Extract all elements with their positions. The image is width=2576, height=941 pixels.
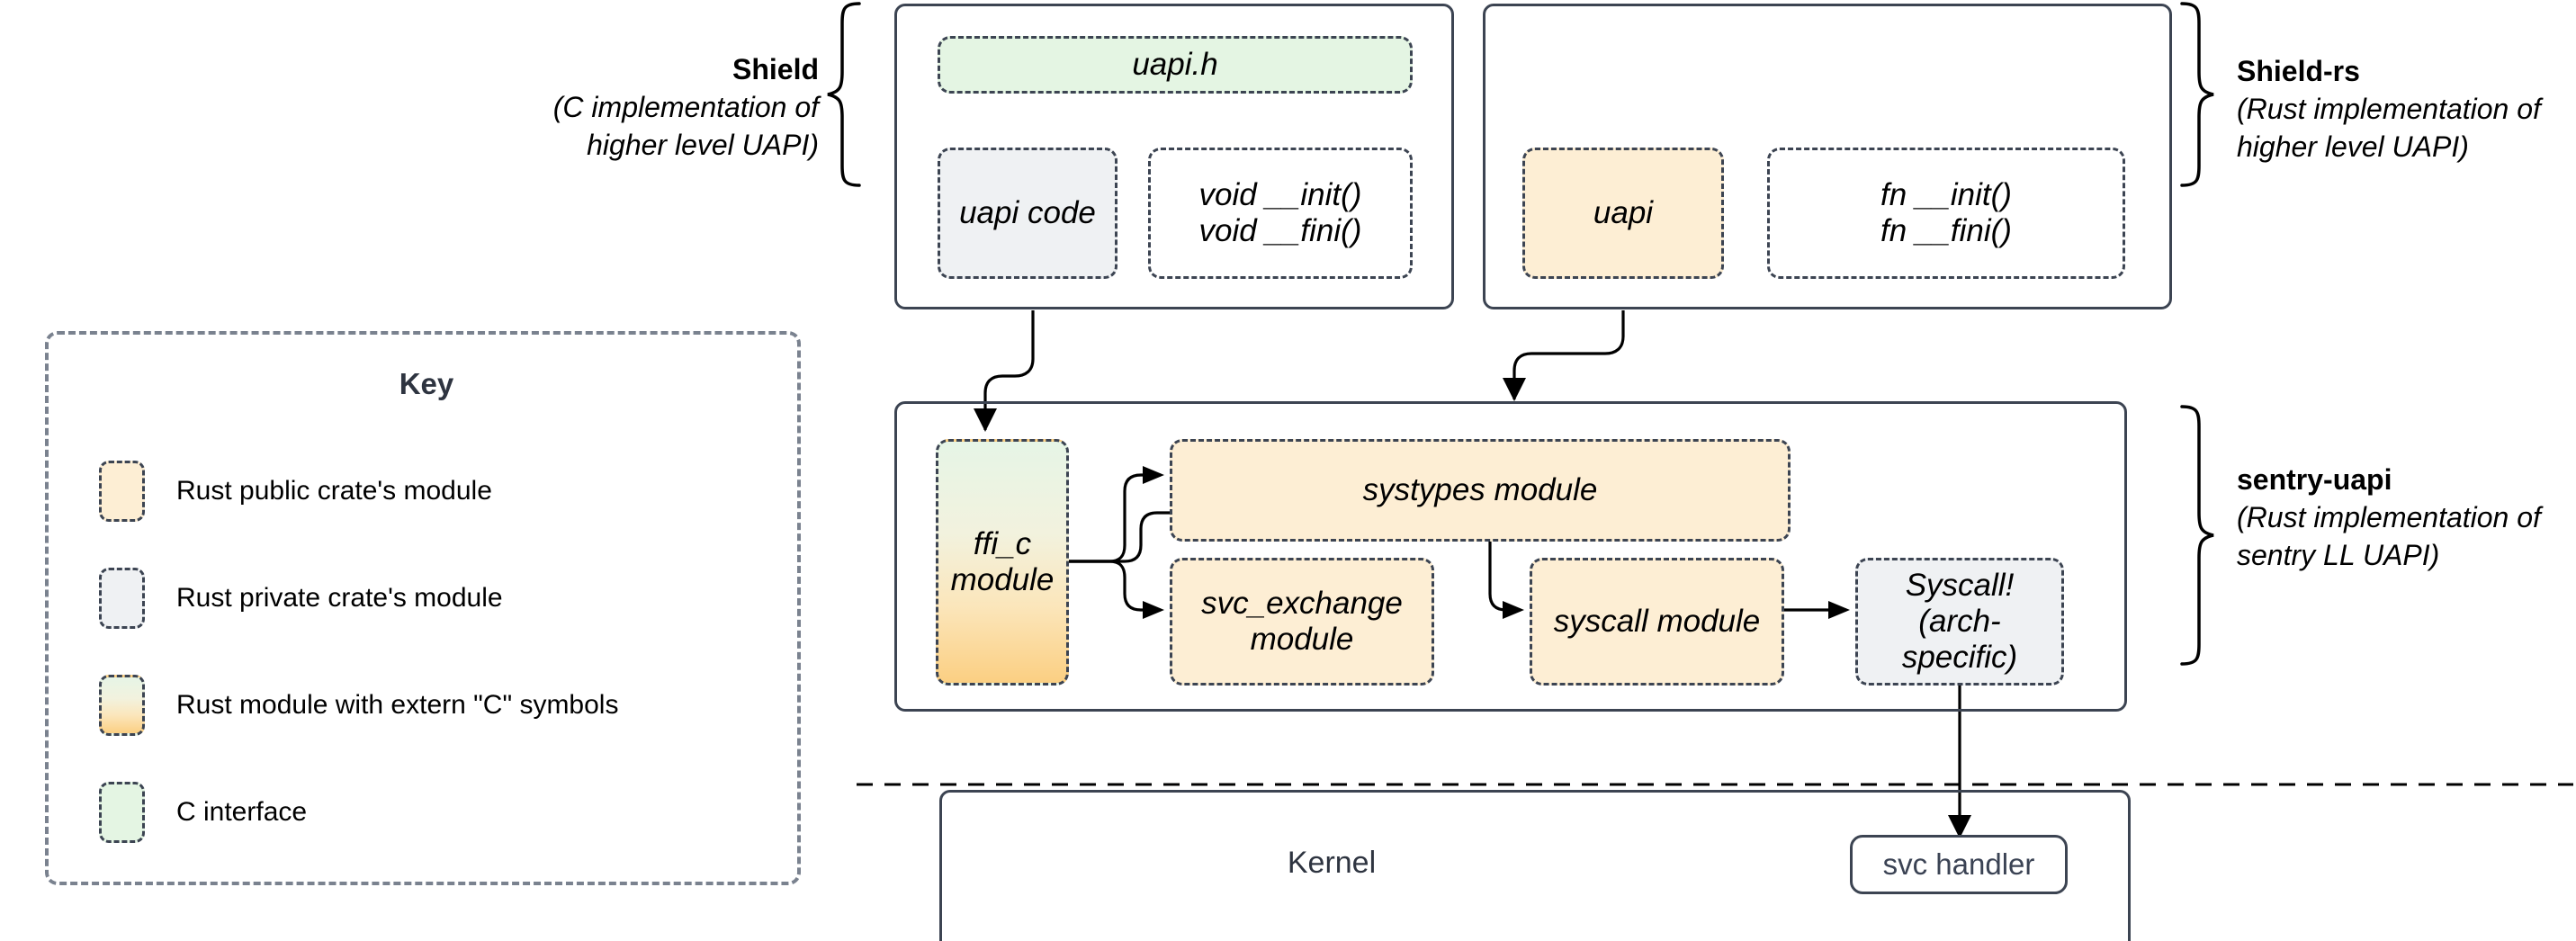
shield-label-subtitle: (C implementation of higher level UAPI) xyxy=(552,91,819,162)
brace-shield-rs xyxy=(2180,2,2214,187)
key-label-c-interface: C interface xyxy=(176,797,308,827)
node-c-init-fini[interactable]: void __init() void __fini() xyxy=(1148,148,1413,279)
key-item-rust-private: Rust private crate's module xyxy=(99,568,783,629)
node-svc-exchange-line1: svc_exchange xyxy=(1201,585,1403,621)
node-uapi-code[interactable]: uapi code xyxy=(938,148,1117,279)
node-c-init-label: void __init() xyxy=(1198,176,1362,212)
key-item-rust-public: Rust public crate's module xyxy=(99,461,783,522)
shield-group-label: Shield (C implementation of higher level… xyxy=(477,50,819,165)
node-svc-exchange-line2: module xyxy=(1250,622,1354,657)
svc-handler-node[interactable]: svc handler xyxy=(1850,835,2068,894)
kernel-container xyxy=(939,790,2131,941)
brace-sentry-uapi xyxy=(2180,405,2214,666)
key-label-rust-public: Rust public crate's module xyxy=(176,476,492,506)
node-rs-init-fini[interactable]: fn __init() fn __fini() xyxy=(1767,148,2125,279)
key-label-extern-c: Rust module with extern "C" symbols xyxy=(176,690,619,720)
key-item-c-interface: C interface xyxy=(99,782,783,843)
shield-rs-label-subtitle: (Rust implementation of higher level UAP… xyxy=(2237,93,2541,164)
key-legend: Key Rust public crate's module Rust priv… xyxy=(45,331,801,885)
node-svc-exchange-module[interactable]: svc_exchange module xyxy=(1170,558,1434,686)
shield-container xyxy=(894,4,1454,309)
sentry-uapi-group-label: sentry-uapi (Rust implementation of sent… xyxy=(2237,461,2570,575)
node-uapi-h-label: uapi.h xyxy=(1132,46,1218,82)
shield-rs-group-label: Shield-rs (Rust implementation of higher… xyxy=(2237,52,2570,166)
node-syscall-arch-line1: Syscall! xyxy=(1905,567,2015,603)
shield-label-title: Shield xyxy=(732,53,819,85)
sentry-uapi-label-title: sentry-uapi xyxy=(2237,463,2392,496)
key-title: Key xyxy=(399,367,454,400)
brace-shield xyxy=(827,2,861,187)
sentry-uapi-label-subtitle: (Rust implementation of sentry LL UAPI) xyxy=(2237,501,2541,572)
kernel-label: Kernel xyxy=(1287,846,1377,880)
node-uapi-rs-label: uapi xyxy=(1593,194,1654,230)
node-syscall-module[interactable]: syscall module xyxy=(1530,558,1784,686)
node-uapi-h[interactable]: uapi.h xyxy=(938,36,1413,94)
key-item-extern-c: Rust module with extern "C" symbols xyxy=(99,675,783,736)
node-syscall-arch-line2: (arch-specific) xyxy=(1901,603,2018,676)
key-swatch-grey-icon xyxy=(99,568,145,629)
key-label-rust-private: Rust private crate's module xyxy=(176,583,503,613)
node-ffi-c-module[interactable]: ffi_c module xyxy=(936,439,1069,686)
node-ffi-c-line1: ffi_c xyxy=(973,525,1032,561)
shield-rs-container xyxy=(1483,4,2172,309)
svc-handler-label: svc handler xyxy=(1882,847,2035,881)
sentry-uapi-container xyxy=(894,401,2127,712)
node-syscall-label: syscall module xyxy=(1553,603,1761,639)
node-rs-fini-label: fn __fini() xyxy=(1880,213,2012,248)
node-systypes-label: systypes module xyxy=(1362,471,1598,507)
node-uapi-code-label: uapi code xyxy=(959,194,1096,230)
key-swatch-gradient-icon xyxy=(99,675,145,736)
arrow-uapi-rs-to-sentry xyxy=(1503,310,1625,401)
node-systypes-module[interactable]: systypes module xyxy=(1170,439,1791,542)
node-ffi-c-line2: module xyxy=(950,562,1055,597)
node-c-fini-label: void __fini() xyxy=(1198,213,1362,248)
key-swatch-peach-icon xyxy=(99,461,145,522)
key-swatch-green-icon xyxy=(99,782,145,843)
node-uapi-rs[interactable]: uapi xyxy=(1522,148,1724,279)
node-syscall-arch-specific[interactable]: Syscall! (arch-specific) xyxy=(1855,558,2064,686)
shield-rs-label-title: Shield-rs xyxy=(2237,55,2360,87)
node-rs-init-label: fn __init() xyxy=(1880,176,2012,212)
